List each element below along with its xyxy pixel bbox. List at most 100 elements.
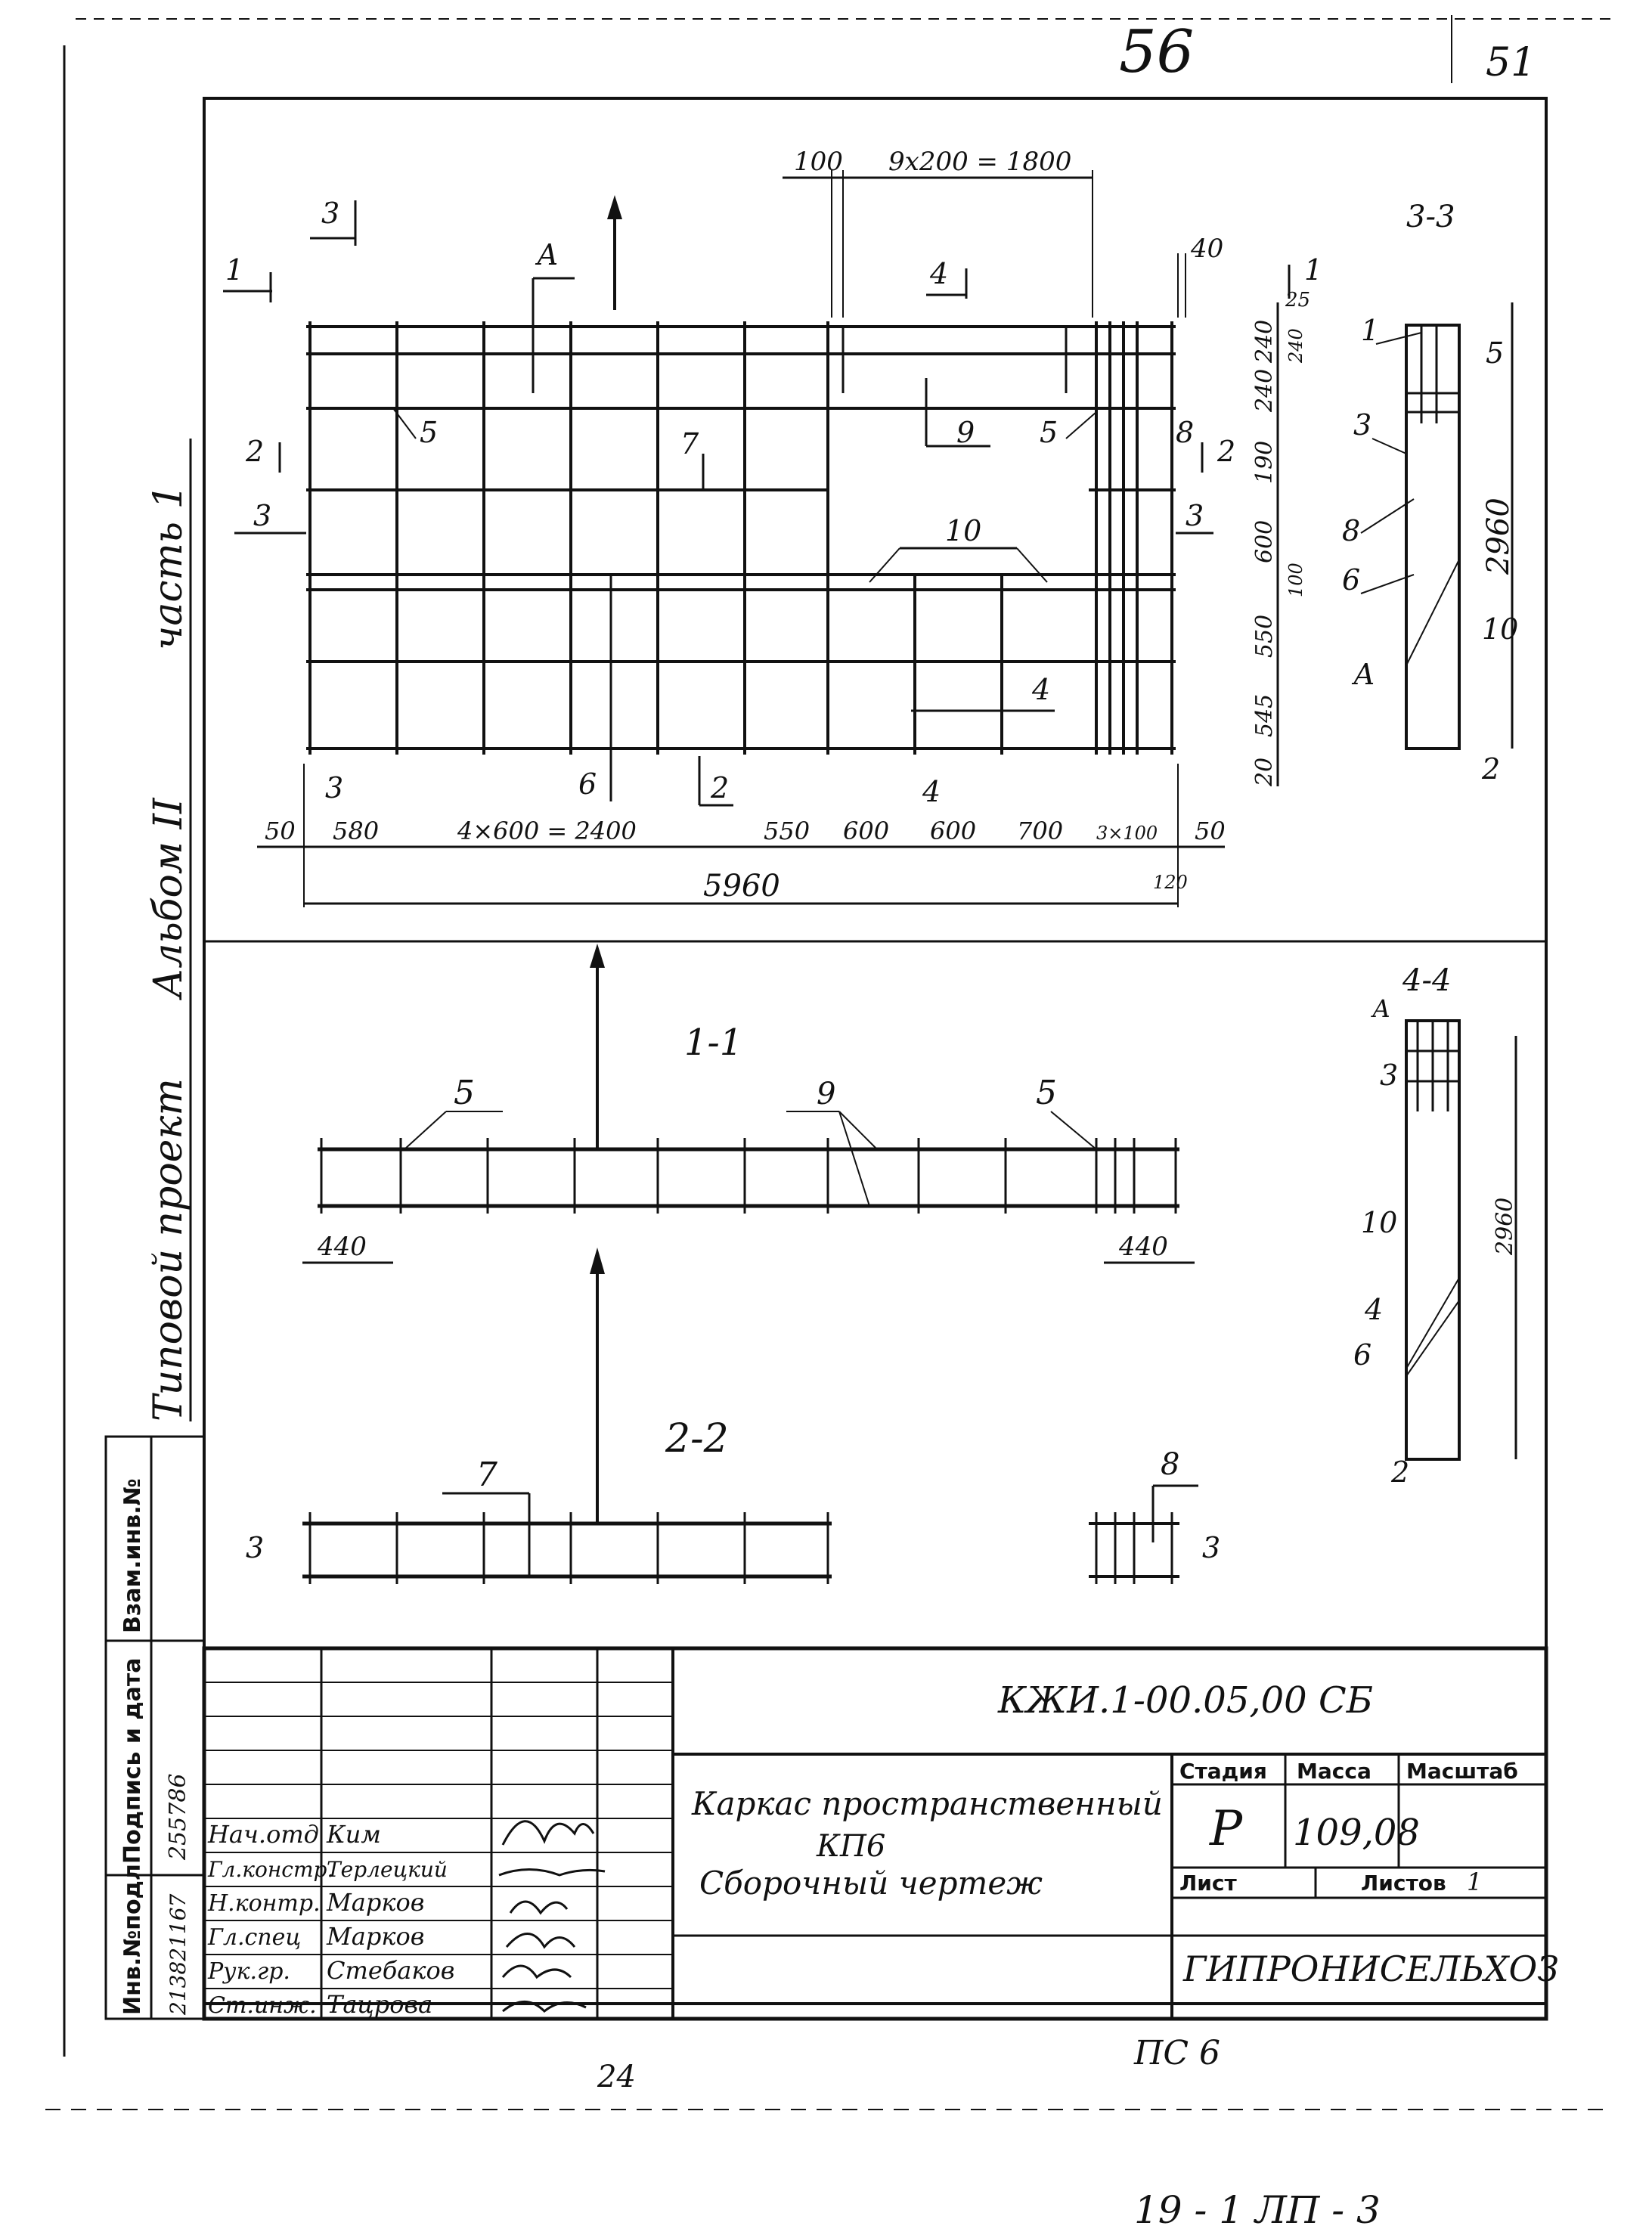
section-1-1: 1-1 5 9 5 440 440	[302, 944, 1195, 1264]
bottom-dim-3: 4×600 = 2400	[457, 817, 637, 845]
leader	[1360, 574, 1415, 594]
dim-top-series: 9х200 = 1800	[888, 147, 1071, 177]
s22-pos-8: 8	[1161, 1447, 1179, 1482]
section-mark-3-right: 3	[1186, 499, 1204, 532]
pos-4: 4	[1031, 673, 1050, 706]
page-number: 56	[1119, 18, 1194, 86]
plan-view: 100 9х200 = 1800 40 25 1 2 3 4 3 2 3 1 А…	[223, 147, 1322, 907]
s44-label-3: 3	[1380, 1059, 1398, 1092]
tb-mass-value: 109,08	[1293, 1812, 1420, 1854]
section-3-3-height: 2960	[1481, 498, 1516, 575]
s33-label-5: 5	[1486, 336, 1504, 370]
pos-10: 10	[945, 514, 981, 547]
arrow-head	[590, 944, 605, 968]
arrow-head	[607, 195, 622, 219]
bottom-dim-1: 50	[265, 817, 296, 845]
dim-top-100: 100	[794, 147, 843, 177]
s11-pos-5b: 5	[1036, 1074, 1057, 1112]
tb-sheet-label: Лист	[1179, 1871, 1237, 1896]
section-mark-3-left: 3	[253, 499, 271, 532]
right-dim-3: 190	[1251, 441, 1278, 484]
leader	[838, 1111, 870, 1207]
tb-stage-header: Стадия	[1179, 1759, 1267, 1784]
section-mark-1-right: 1	[1304, 253, 1322, 287]
s44-label-4: 4	[1364, 1293, 1383, 1326]
bottom-dim-5: 600	[843, 817, 889, 845]
side-col-3-value: 213821167	[166, 1893, 191, 2016]
section-2-2: 2-2 7 3 8 3	[246, 1248, 1220, 1584]
section-mark-1: 1	[225, 253, 243, 287]
s22-pos-7: 7	[476, 1455, 497, 1494]
tb-name-6: Тацрова	[327, 1990, 432, 2019]
s44-label-10: 10	[1361, 1206, 1397, 1239]
leader	[869, 547, 900, 583]
section-3-3-diag	[1406, 559, 1460, 666]
sheet-frame	[203, 97, 1548, 2005]
s33-label-1: 1	[1361, 314, 1379, 347]
side-col-1-label: Взам.инв.№	[119, 1478, 146, 1633]
title-block-frame	[202, 1646, 1548, 2021]
right-dim-4: 600	[1251, 520, 1278, 563]
tb-title-line2: КП6	[816, 1829, 885, 1864]
bottom-dim-4: 550	[764, 817, 810, 845]
bottom-right-small: ПС 6	[1133, 2034, 1220, 2072]
leader	[1050, 1111, 1097, 1150]
tb-name-3: Марков	[326, 1888, 424, 1917]
signature-6	[502, 2001, 587, 2013]
section-3-3: 3-3 2960 1 5 3 8 6 10 А 2	[1342, 200, 1518, 786]
tb-scale-header: Масштаб	[1406, 1759, 1518, 1784]
bottom-dim-6: 600	[930, 817, 976, 845]
dim-120: 120	[1153, 872, 1188, 893]
leader	[404, 1111, 447, 1150]
pos-5b: 5	[1040, 416, 1058, 449]
tb-role-4: Гл.спец	[207, 1924, 301, 1951]
s44-label-A: А	[1371, 994, 1390, 1023]
right-dim-extra-2: 100	[1285, 563, 1306, 597]
s33-label-3: 3	[1353, 408, 1372, 442]
leader	[1016, 547, 1048, 583]
total-length: 5960	[703, 869, 780, 904]
node-A: А	[535, 238, 559, 271]
tb-organization: ГИПРОНИСЕЛЬХОЗ	[1182, 1948, 1559, 1989]
section-mark-2-right: 2	[1217, 435, 1235, 468]
right-dim-7: 20	[1251, 758, 1278, 787]
right-dim-1: 240	[1251, 320, 1278, 364]
section-4-4: 4-4 2960 А 3 10 4 6 2	[1353, 963, 1518, 1489]
s44-label-2: 2	[1390, 1455, 1409, 1489]
s33-label-6: 6	[1342, 563, 1360, 597]
side-col-2-value: 255786	[165, 1773, 191, 1861]
pos-6: 6	[578, 767, 597, 801]
bottom-dim-8: 3×100	[1096, 823, 1158, 844]
arrow-head	[590, 1248, 605, 1274]
signature-1	[501, 1820, 595, 1846]
leader	[392, 408, 417, 439]
s33-label-10: 10	[1482, 612, 1518, 646]
side-col-3-label: Инв.№подл	[119, 1864, 146, 2015]
pos-9: 9	[956, 416, 975, 449]
tb-title-line1: Каркас пространственный	[691, 1785, 1163, 1822]
right-dim-6: 545	[1251, 694, 1278, 737]
right-dim-extra-1: 240	[1285, 328, 1306, 364]
section-4-4-diag	[1406, 1277, 1460, 1369]
leader	[1372, 438, 1407, 454]
pos-7: 7	[680, 427, 699, 460]
section-mark-3-bottom: 3	[325, 771, 343, 804]
pos-8: 8	[1176, 416, 1194, 449]
tb-doc-code: КЖИ.1-00.05,00 СБ	[997, 1679, 1373, 1722]
s22-mark-right: 3	[1202, 1531, 1220, 1564]
s22-mark-left: 3	[246, 1531, 264, 1564]
signature-3	[509, 1900, 569, 1915]
side-stamp: Типовой проект Альбом II часть 1	[146, 439, 192, 1421]
section-3-3-frame	[1405, 324, 1461, 750]
signature-5	[501, 1964, 572, 1979]
side-stamp-line1: Типовой проект	[146, 1078, 191, 1421]
tb-sheets-label: Листов	[1361, 1871, 1446, 1896]
pos-5a: 5	[420, 416, 438, 449]
s33-label-8: 8	[1342, 514, 1360, 547]
leader	[838, 1111, 878, 1150]
tb-mass-header: Масса	[1297, 1759, 1372, 1784]
bottom-dim-7: 700	[1017, 817, 1063, 845]
bottom-dim-9: 50	[1195, 817, 1226, 845]
s33-label-2: 2	[1481, 752, 1500, 786]
pos-2: 2	[710, 771, 729, 804]
